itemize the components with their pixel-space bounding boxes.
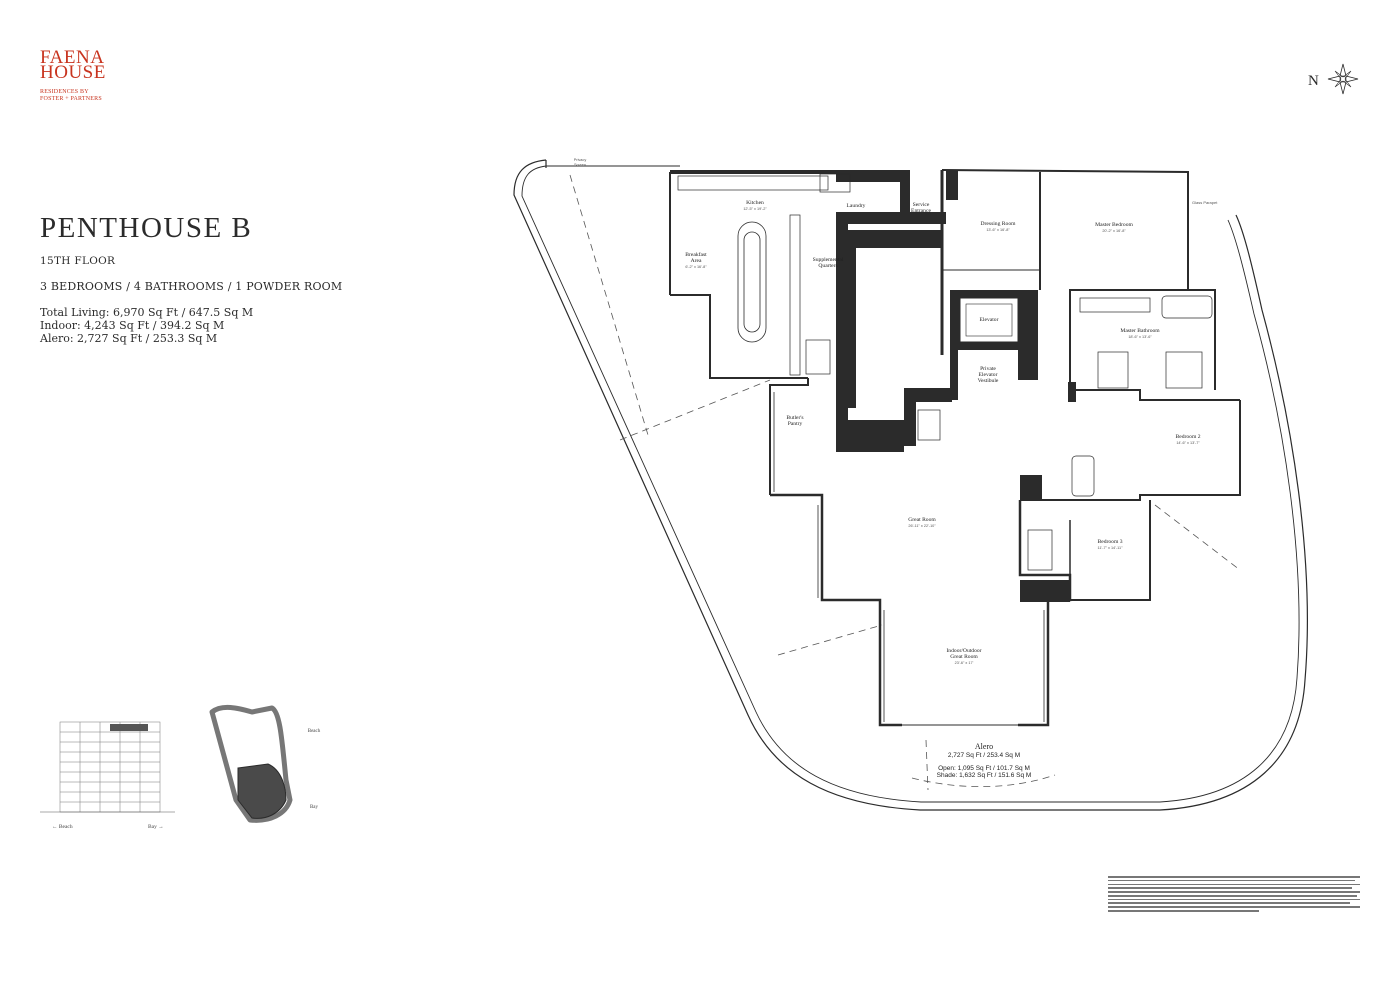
unit-areas: Total Living: 6,970 Sq Ft / 647.5 Sq M I… [40,306,342,345]
room-labels: Kitchen 12'-5" x 19'-2" Laundry Service … [574,158,1218,665]
room-great-room-dims: 26'-11" x 22'-10" [908,524,936,528]
room-breakfast-dims: 6'-2" x 16'-8" [685,265,707,269]
alero-shade: Shade: 1,632 Sq Ft / 151.6 Sq M [937,772,1032,779]
room-elevator: Elevator [980,317,999,323]
room-indoor-outdoor-1: Indoor/Outdoor [946,648,981,654]
room-service-2: Entrance [911,208,931,214]
room-master-bath: Master Bathroom [1120,328,1160,334]
privacy-screen-2: Screen [574,163,586,167]
room-master-bath-dims: 18'-6" x 13'-6" [1128,335,1152,339]
room-bedroom2: Bedroom 2 [1175,434,1200,440]
shade-lines [569,174,1241,791]
room-bedroom3: Bedroom 3 [1097,539,1122,545]
key-plan [209,704,293,823]
room-kitchen-dims: 12'-5" x 19'-2" [743,207,767,211]
room-master-bedroom-dims: 20'-2" x 16'-8" [1102,229,1126,233]
area-alero: Alero: 2,727 Sq Ft / 253.3 Sq M [40,332,218,345]
brand-sub-line1: RESIDENCES BY [40,89,89,95]
room-bedroom2-dims: 14'-6" x 13'-7" [1176,441,1200,445]
room-indoor-outdoor-dims: 23'-6" x 17' [955,661,974,665]
brand-name-line2: HOUSE [40,62,106,83]
compass-rose-icon [1327,63,1359,95]
room-master-bedroom: Master Bedroom [1095,222,1133,228]
north-label: N [1308,73,1319,89]
brand-name-line1: FAENA [40,47,105,68]
fixtures [677,173,1213,571]
room-butlers-2: Pantry [788,421,803,427]
alero-total: 2,727 Sq Ft / 253.4 Sq M [948,752,1020,759]
privacy-screen-1: Privacy [574,158,587,162]
keyplan-beach: Beach [308,729,321,734]
keyplan-bay: Bay [310,805,319,810]
room-kitchen: Kitchen [746,200,764,206]
room-indoor-outdoor-2: Great Room [950,654,978,660]
room-vestibule-1: Private [980,366,996,372]
room-supplemental-1: Supplemental [813,257,844,263]
room-bedroom3-dims: 11'-7" x 14'-11" [1098,546,1124,550]
unit-floor: 15TH FLOOR [40,255,116,267]
building-elevation [40,721,175,813]
alero-title: Alero [975,742,993,751]
room-breakfast-1: Breakfast [685,251,707,258]
terrace-boundary [513,159,1308,811]
alero-open: Open: 1,095 Sq Ft / 101.7 Sq M [938,765,1030,772]
kitchen-island [737,221,767,343]
disclaimer-fine-print [1108,876,1360,914]
elevator [959,297,1019,343]
brand-logo: FAENA HOUSE RESIDENCES BY FOSTER + PARTN… [40,47,106,102]
compass: N [1308,63,1359,95]
room-vestibule-2: Elevator [979,372,998,378]
room-dressing-dims: 13'-6" x 16'-8" [986,228,1010,232]
core-walls [836,170,1076,602]
alero-label: Alero 2,727 Sq Ft / 253.4 Sq M Open: 1,0… [937,742,1032,779]
elevation-bay: Bay → [148,824,164,830]
unit-title: PENTHOUSE B [40,212,253,244]
glass-parapet-label: Glass Parapet [1192,200,1218,205]
room-vestibule-3: Vestibule [978,378,999,384]
area-total: Total Living: 6,970 Sq Ft / 647.5 Sq M [40,306,254,319]
room-service-1: Service [913,202,930,208]
elevation-beach: ← Beach [52,824,73,830]
brand-sub-line2: FOSTER + PARTNERS [40,96,102,102]
room-butlers-1: Butler's [786,415,803,421]
room-dressing: Dressing Room [981,221,1017,227]
room-laundry: Laundry [847,203,866,209]
unit-summary: 3 BEDROOMS / 4 BATHROOMS / 1 POWDER ROOM [40,280,343,293]
room-supplemental-2: Quarters [818,263,837,269]
area-indoor: Indoor: 4,243 Sq Ft / 394.2 Sq M [40,319,225,332]
walls [669,169,1241,727]
room-great-room: Great Room [908,517,936,523]
room-breakfast-2: Area [691,258,702,264]
unit-info: PENTHOUSE B 15TH FLOOR 3 BEDROOMS / 4 BA… [40,212,342,345]
